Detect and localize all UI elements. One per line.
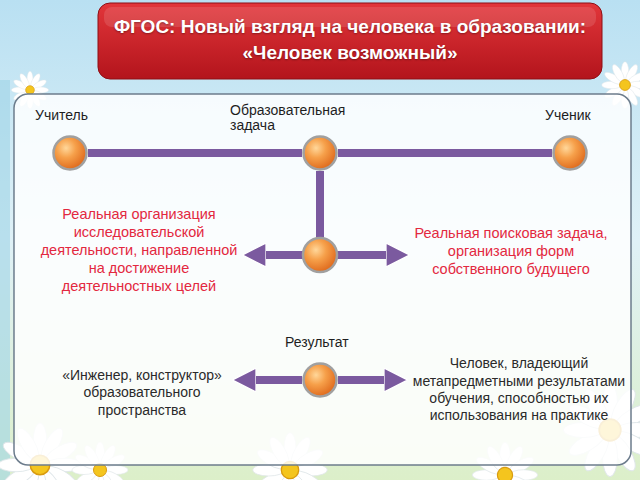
ball-circle	[554, 137, 587, 170]
ball-circle	[304, 364, 337, 397]
node-label: Ученик	[545, 108, 625, 123]
title: ФГОС: Новый взгляд на человека в образов…	[112, 14, 588, 65]
node-circle: Образовательная задача	[302, 135, 338, 171]
ball-shape	[552, 135, 588, 171]
node-circle: Результат	[302, 362, 338, 398]
statement-text: «Инженер, конструктор» образовательного …	[52, 367, 232, 419]
ball-shape	[302, 362, 338, 398]
node-circle: Учитель	[52, 135, 88, 171]
node-circle: Ученик	[552, 135, 588, 171]
connector-arrow	[338, 376, 394, 384]
statement-text: Человек, владеющий метапредметными резул…	[408, 355, 630, 424]
text-block: Реальная организация исследовательской д…	[36, 195, 242, 307]
text-block: Реальная поисковая задача, организация ф…	[410, 212, 612, 292]
ball-shape	[302, 135, 338, 171]
node-label: Результат	[285, 335, 375, 350]
text-block: Человек, владеющий метапредметными резул…	[408, 330, 630, 450]
daisy-decoration	[0, 62, 640, 480]
ball-circle	[54, 137, 87, 170]
content-panel	[14, 94, 631, 465]
node-label: Образовательная задача	[230, 103, 390, 134]
statement-text: Реальная организация исследовательской д…	[36, 206, 242, 296]
junction-circle	[303, 238, 337, 272]
connector-arrow	[246, 376, 302, 384]
ball-circle	[304, 137, 337, 170]
node-label: Учитель	[35, 108, 125, 123]
text-block: «Инженер, конструктор» образовательного …	[52, 352, 232, 434]
connector-bar	[338, 149, 552, 157]
statement-text: Реальная поисковая задача, организация ф…	[410, 225, 612, 279]
ball-shape	[52, 135, 88, 171]
junction-ball	[303, 238, 337, 272]
connector-bar	[88, 149, 302, 157]
title-banner	[98, 3, 602, 79]
side-stripe	[0, 80, 10, 480]
